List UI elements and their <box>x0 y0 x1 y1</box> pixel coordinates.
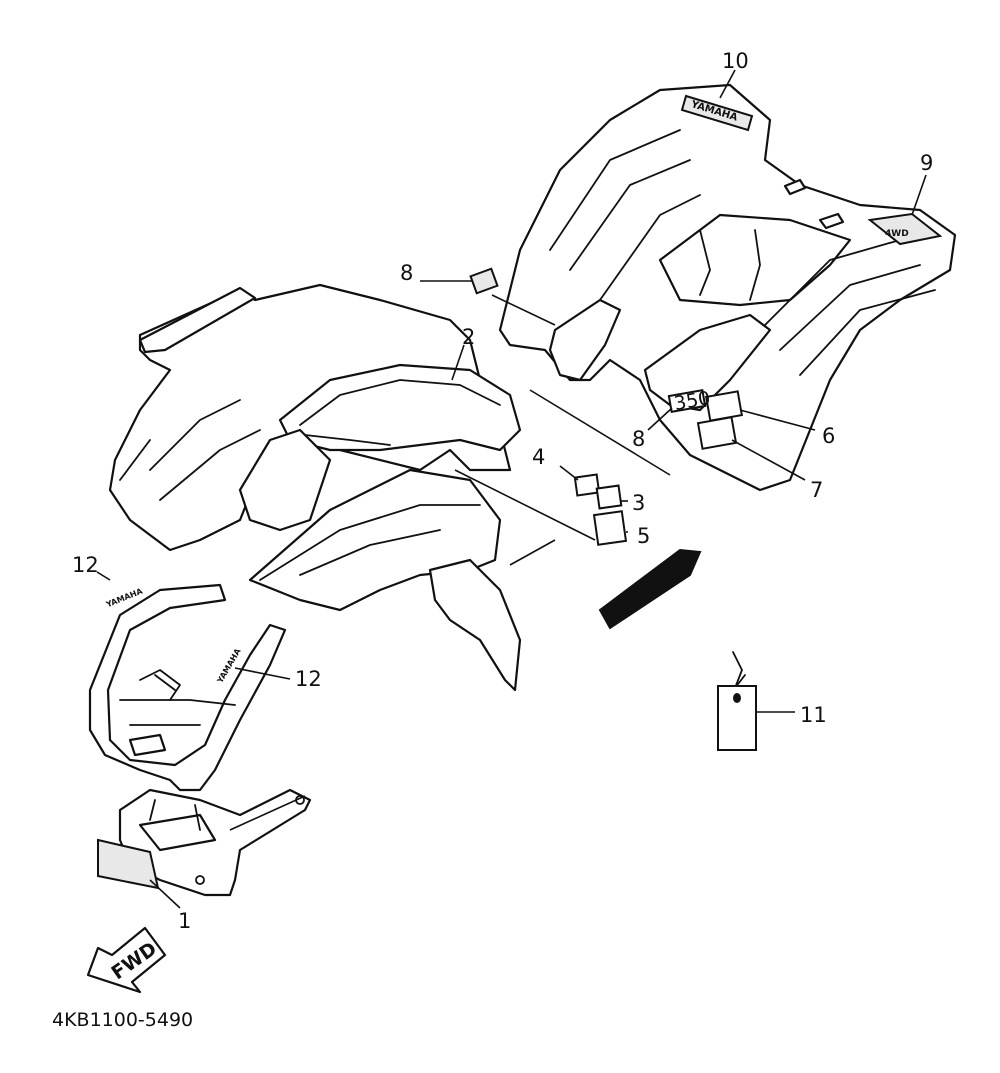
callout-6: 6 <box>822 424 835 448</box>
sticker-4 <box>573 473 601 497</box>
callout-11: 11 <box>800 703 827 727</box>
callout-12-upper: 12 <box>72 553 99 577</box>
callout-2: 2 <box>462 325 475 349</box>
front-rack <box>88 583 287 792</box>
sticker-3 <box>595 484 623 510</box>
callout-12-lower: 12 <box>295 667 322 691</box>
rear-emblem-9: 4WD <box>867 212 943 246</box>
callout-8-lower: 8 <box>632 427 645 451</box>
callout-9: 9 <box>920 151 933 175</box>
svg-text:4WD: 4WD <box>885 229 909 239</box>
callout-7: 7 <box>810 478 823 502</box>
part-code: 4KB1100-5490 <box>52 1009 193 1031</box>
callout-1: 1 <box>178 909 191 933</box>
callout-4: 4 <box>532 445 545 469</box>
tag-11 <box>717 651 757 751</box>
callout-5: 5 <box>637 524 650 548</box>
callout-8-upper: 8 <box>400 261 413 285</box>
front-bumper <box>118 788 312 897</box>
callout-10: 10 <box>722 49 749 73</box>
sticker-8-upper <box>469 267 499 295</box>
front-fender <box>108 283 522 692</box>
leader-lines <box>96 69 927 909</box>
sticker-5 <box>592 510 628 546</box>
big-bear-decal: Big Bear <box>598 548 705 639</box>
emblem-350: 350 <box>667 387 712 415</box>
forward-arrow: FWD <box>86 926 167 994</box>
rear-fender <box>498 83 957 492</box>
sticker-6 <box>705 390 743 422</box>
callout-3: 3 <box>632 491 645 515</box>
sticker-7 <box>696 416 738 450</box>
